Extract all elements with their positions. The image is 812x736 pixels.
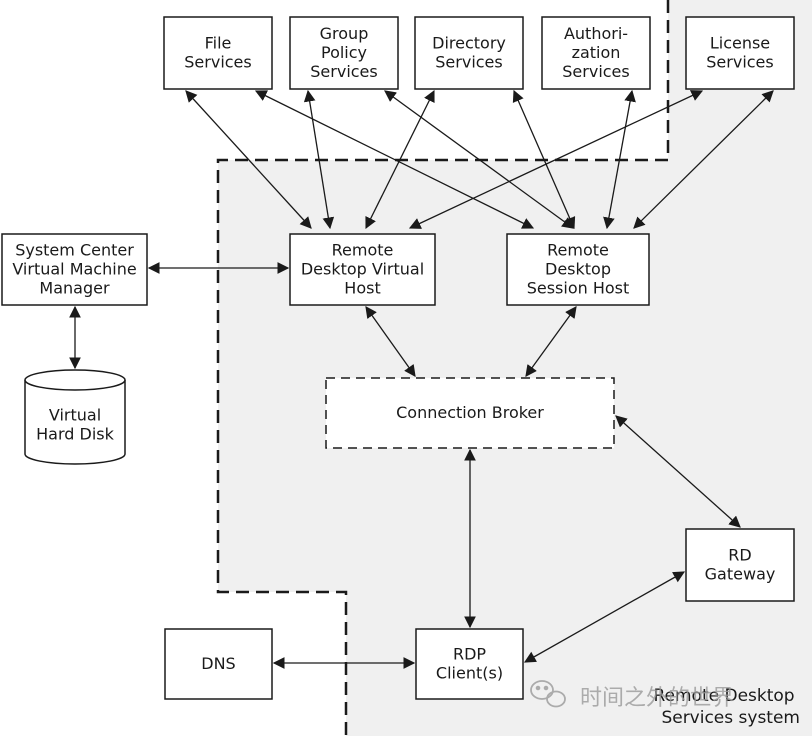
node-label-line: Authori-: [564, 24, 628, 43]
node-box: [414, 16, 524, 90]
node-label-line: Host: [344, 279, 380, 298]
node-box: [685, 528, 795, 602]
node-box: [506, 233, 650, 306]
wechat-logo-icon: [530, 680, 566, 708]
region-label-line: Remote Desktop: [653, 686, 794, 706]
node-label-line: Policy: [321, 43, 367, 62]
node-box: [1, 233, 148, 306]
node-label-line: Directory: [432, 34, 506, 53]
services-system-boundary: [216, 0, 670, 736]
node-label-line: Connection Broker: [396, 403, 544, 422]
node-label-line: Services: [435, 53, 502, 72]
node-label-line: DNS: [201, 654, 235, 673]
node-label-line: License: [710, 34, 770, 53]
node-box: [685, 16, 795, 90]
node-label-line: File: [205, 34, 232, 53]
node-label-line: Remote: [332, 241, 394, 260]
edges-layer: [69, 89, 774, 669]
node-box: [415, 628, 524, 700]
node-label-line: Remote: [547, 241, 609, 260]
cylinder-top: [24, 369, 126, 391]
node-label-line: Desktop: [545, 260, 611, 279]
node-label-line: Desktop Virtual: [301, 260, 424, 279]
node-label-line: Group: [320, 24, 369, 43]
node-label-line: RD: [728, 546, 751, 565]
node-label-line: zation: [572, 43, 621, 62]
node-label-line: Manager: [39, 279, 110, 298]
node-label-line: RDP: [453, 645, 486, 664]
cylinder-body: [24, 380, 126, 465]
edge-rd-session-host-to-connection-broker: [525, 306, 577, 377]
node-label-line: Virtual: [49, 406, 101, 425]
node-box: [163, 16, 273, 90]
node-label-line: Client(s): [436, 664, 503, 683]
edge-group-policy-services-to-rd-virtual-host: [303, 89, 335, 230]
node-label-line: System Center: [15, 241, 134, 260]
edge-connection-broker-to-rd-gateway: [615, 415, 741, 528]
node-label-line: Gateway: [705, 565, 776, 584]
node-connection-broker: Connection Broker: [325, 377, 615, 449]
node-label-line: Hard Disk: [36, 425, 114, 444]
node-label-line: Services: [310, 62, 377, 81]
node-label-line: Services: [184, 53, 251, 72]
node-box: [541, 16, 651, 90]
node-label-line: Virtual Machine: [12, 260, 136, 279]
edge-rd-virtual-host-to-connection-broker: [365, 306, 416, 377]
edge-license-services-to-rd-session-host: [633, 90, 774, 229]
watermark: 时间之外的世界: [530, 680, 734, 711]
node-box: [289, 233, 436, 306]
region-label-line: Services system: [661, 708, 800, 728]
node-label-line: Services: [706, 53, 773, 72]
node-box: [325, 377, 615, 449]
node-label-line: Services: [562, 62, 629, 81]
watermark-text: 时间之外的世界: [580, 686, 734, 711]
edge-rd-gateway-to-rdp-clients: [523, 571, 686, 663]
node-dns: DNS: [164, 628, 273, 700]
node-label: Connection Broker: [396, 403, 544, 422]
node-box: [289, 16, 399, 90]
node-label-line: Session Host: [527, 279, 630, 298]
node-label: DNS: [201, 654, 235, 673]
region-label: Remote Desktop Services system: [653, 686, 800, 728]
node-box: [164, 628, 273, 700]
services-system-region: [218, 0, 812, 736]
